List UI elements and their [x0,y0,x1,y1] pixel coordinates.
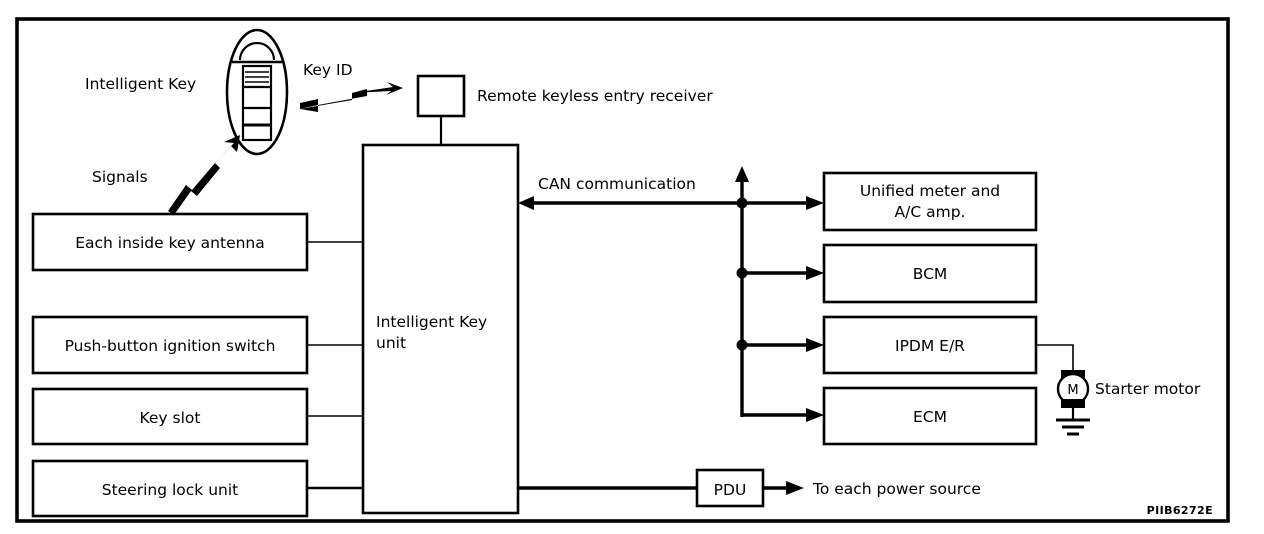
pdu-output-arrow [786,481,804,495]
diagram-outer-border [15,17,1230,523]
can-arrow-unified-meter [806,196,824,210]
key-slot-label: Key slot [140,409,201,427]
can-arrow-bcm [806,266,824,280]
steering-lock-unit-box[interactable] [31,459,309,518]
unified-meter-ac-amp-box[interactable] [822,171,1038,232]
pdu-box[interactable] [695,468,765,508]
each-inside-key-antenna-box[interactable] [31,212,309,272]
intelligent-key-label: Intelligent Key [85,75,196,93]
signals-label: Signals [92,168,148,186]
remote-keyless-entry-receiver-label: Remote keyless entry receiver [477,87,713,105]
intelligent-key-fob [225,28,289,156]
intelligent-key-unit-label-line2: unit [376,334,406,352]
signals-arrow [168,135,240,215]
starter-motor-bottom-terminal [1061,399,1085,408]
figure-id-label: PIIB6272E [1147,504,1213,517]
steering-lock-unit-label: Steering lock unit [102,481,239,499]
ipdm-to-starter-motor-line [1036,344,1074,372]
key-id-label: Key ID [303,61,353,79]
bcm-label: BCM [913,265,948,283]
push-button-ignition-switch-label: Push-button ignition switch [65,337,276,355]
each-inside-key-antenna-label: Each inside key antenna [75,234,265,252]
starter-motor-symbol: M [1056,370,1090,436]
remote-keyless-entry-receiver-box[interactable] [416,74,466,118]
starter-motor-label: Starter motor [1095,380,1201,398]
to-each-power-source-label: To each power source [812,480,981,498]
ipdm-er-box[interactable] [822,315,1038,375]
can-arrow-into-ikey [518,196,534,210]
can-communication-label: CAN communication [538,175,696,193]
ecm-box[interactable] [822,386,1038,446]
ecm-label: ECM [913,408,947,426]
can-arrow-ipdm [806,338,824,352]
starter-motor-m-glyph: M [1067,383,1078,398]
intelligent-key-unit-box[interactable] [361,143,520,515]
can-arrow-ecm [806,408,824,422]
intelligent-key-unit-label-line1: Intelligent Key [376,313,487,331]
can-bus-up-arrow [735,166,749,182]
key-id-signal-arrow [300,82,403,112]
unified-meter-label-line1: Unified meter and [860,182,1000,200]
bcm-box[interactable] [822,243,1038,304]
unified-meter-label-line2: A/C amp. [895,203,966,221]
pdu-label: PDU [714,481,747,499]
ipdm-er-label: IPDM E/R [895,337,965,355]
